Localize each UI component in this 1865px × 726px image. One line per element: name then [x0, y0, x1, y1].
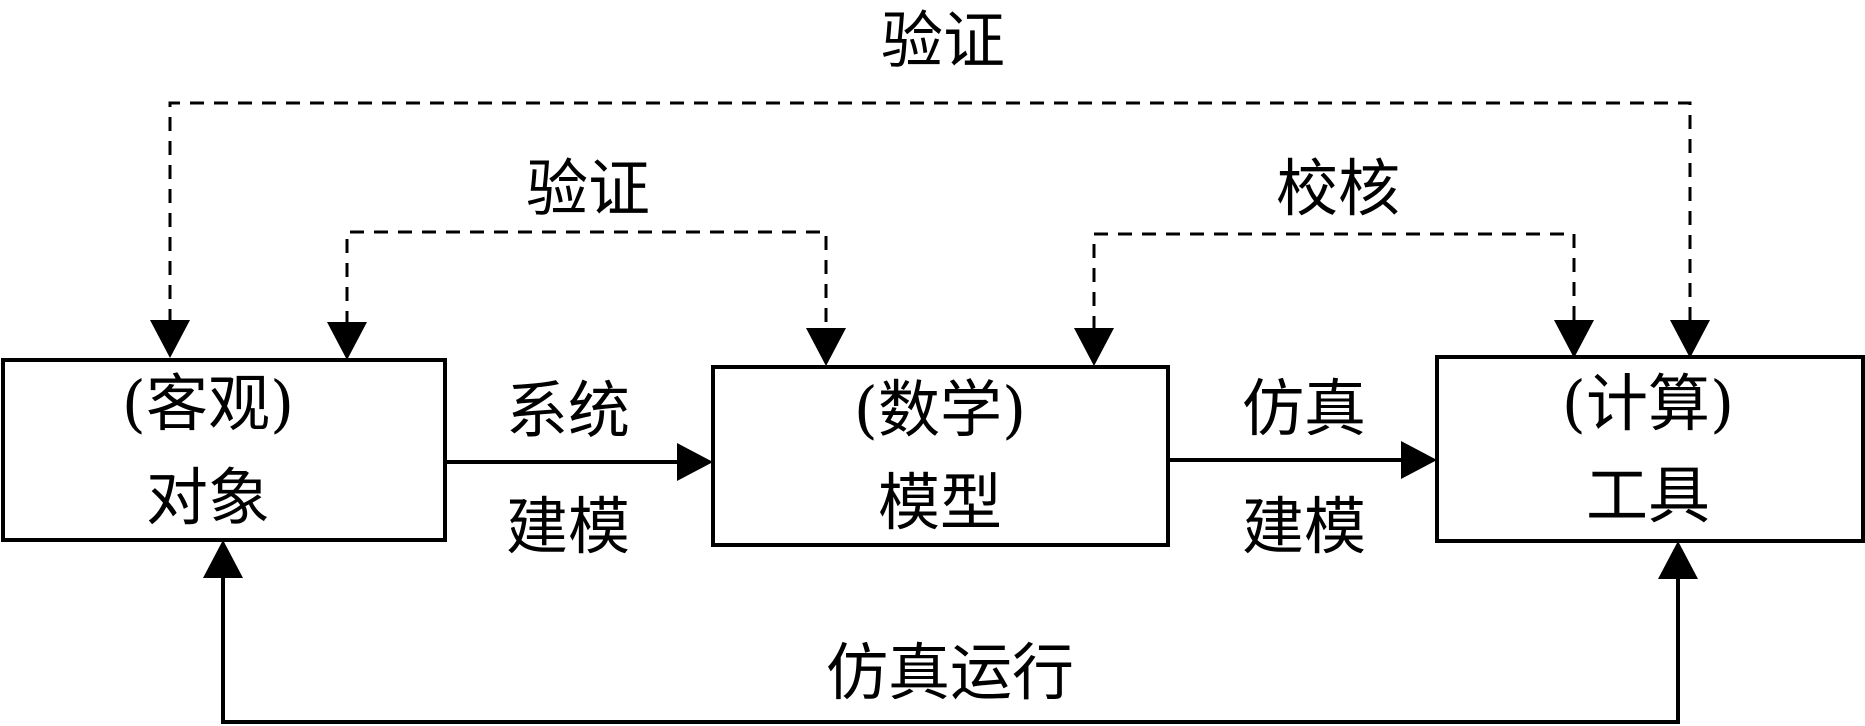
simulation-run-arrow-tool	[1658, 541, 1698, 579]
object-box-line2: 对象	[146, 461, 270, 534]
simulation-run-arrow-object	[203, 540, 243, 578]
validation-outer-arrow-object	[150, 320, 190, 358]
verification-arrow-model	[1074, 328, 1114, 366]
model-box-line2: 模型	[878, 466, 1002, 539]
tool-box-line1: (计算)	[1562, 367, 1734, 440]
verification-connector	[1074, 232, 1594, 366]
object-box-line1: (客观)	[122, 367, 294, 440]
simulation-modeling-line1: 仿真	[1242, 372, 1366, 445]
system-modeling-line1: 系统	[506, 374, 630, 447]
model-box-line1: (数学)	[854, 373, 1026, 446]
validation-inner-connector	[327, 230, 846, 366]
simulation-modeling-arrow	[1401, 441, 1437, 479]
verification-arrow-tool	[1554, 320, 1594, 358]
validation-inner-arrow-model	[806, 328, 846, 366]
tool-box-line2: 工具	[1586, 459, 1710, 532]
system-modeling-line2: 建模	[506, 490, 630, 563]
model-box: (数学) 模型	[711, 365, 1170, 547]
simulation-run-connector	[203, 540, 1698, 724]
simulation-modeling-line2: 建模	[1242, 490, 1366, 563]
validation-outer-label: 验证	[881, 4, 1005, 77]
validation-inner-arrow-object	[327, 322, 367, 360]
validation-outer-arrow-tool	[1670, 320, 1710, 358]
system-modeling-connector	[445, 443, 713, 481]
validation-outer-connector	[150, 101, 1710, 358]
simulation-run-label: 仿真运行	[826, 636, 1074, 709]
validation-inner-label: 验证	[526, 152, 650, 225]
verification-label: 校核	[1276, 152, 1400, 225]
simulation-modeling-connector	[1168, 441, 1437, 479]
system-modeling-arrow	[677, 443, 713, 481]
tool-box: (计算) 工具	[1435, 355, 1865, 543]
object-box: (客观) 对象	[1, 358, 447, 542]
